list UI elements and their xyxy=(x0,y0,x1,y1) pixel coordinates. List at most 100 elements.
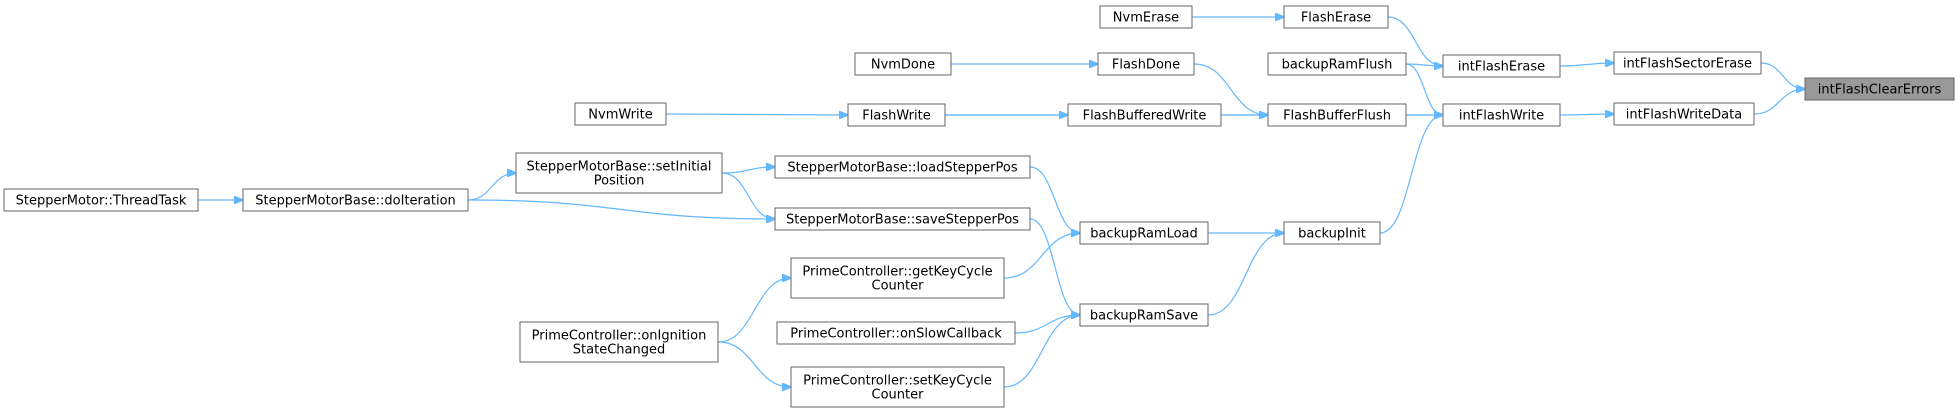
node-steppermotorbase-doiteration[interactable]: StepperMotorBase::doIteration xyxy=(242,188,469,212)
node-label: StepperMotor::ThreadTask xyxy=(16,194,187,209)
nodes-layer: intFlashClearErrors intFlashSectorErase in… xyxy=(3,5,1955,408)
node-box xyxy=(1097,52,1195,76)
edge-setinit-to-loadpos xyxy=(721,167,775,174)
node-label: FlashWrite xyxy=(862,109,930,124)
edge-setkey-to-ramsave xyxy=(1003,315,1080,388)
node-label: StateChanged xyxy=(573,343,665,358)
node-box xyxy=(1613,51,1762,75)
node-box xyxy=(3,188,199,212)
node-backupramsave[interactable]: backupRamSave xyxy=(1079,303,1209,327)
node-nvmdone[interactable]: NvmDone xyxy=(854,52,952,76)
node-label: StepperMotorBase::setInitial xyxy=(526,160,711,175)
node-flashdone[interactable]: FlashDone xyxy=(1097,52,1195,76)
edge-erase-to-sector xyxy=(1559,63,1614,66)
node-label: PrimeController::getKeyCycle xyxy=(802,265,992,280)
node-steppermotorbase-loadstepperpos[interactable]: StepperMotorBase::loadStepperPos xyxy=(774,155,1031,179)
node-flasherase[interactable]: FlashErase xyxy=(1283,5,1389,29)
edge-slowcb-to-ramsave xyxy=(1014,315,1080,334)
edge-flashdone-to-bufflush xyxy=(1193,63,1268,115)
node-label: Position xyxy=(594,174,645,189)
node-flashbufferflush[interactable]: FlashBufferFlush xyxy=(1267,103,1407,127)
node-label: intFlashWrite xyxy=(1459,109,1544,124)
node-label: Counter xyxy=(872,388,925,403)
node-nvmerase[interactable]: NvmErase xyxy=(1099,5,1193,29)
node-label: backupInit xyxy=(1298,227,1366,242)
node-box xyxy=(774,155,1031,179)
node-box xyxy=(574,102,667,126)
node-label: PrimeController::onIgnition xyxy=(532,329,707,344)
node-box xyxy=(1804,77,1955,101)
node-label: backupRamSave xyxy=(1090,309,1198,324)
node-box xyxy=(1283,5,1389,29)
node-intflashwrite[interactable]: intFlashWrite xyxy=(1442,103,1561,127)
node-label: intFlashClearErrors xyxy=(1818,83,1942,98)
node-intflashwritedata[interactable]: intFlashWriteData xyxy=(1613,102,1755,126)
node-label: NvmDone xyxy=(871,58,935,73)
edge-writedata-to-root xyxy=(1753,89,1805,115)
node-label: PrimeController::setKeyCycle xyxy=(803,374,992,389)
edge-setinit-to-savepos xyxy=(721,172,775,219)
edge-getkey-to-ramload xyxy=(1003,233,1080,279)
node-box xyxy=(790,366,1005,408)
edge-ramflush-to-erase xyxy=(1405,64,1443,66)
node-label: backupRamFlush xyxy=(1282,58,1393,73)
node-box xyxy=(1442,54,1561,78)
node-box xyxy=(1267,52,1407,76)
node-label: FlashBufferedWrite xyxy=(1083,109,1207,124)
edge-doiter-to-savepos xyxy=(467,199,775,219)
node-box xyxy=(515,152,723,194)
edge-ramflush-to-write xyxy=(1405,63,1443,115)
node-label: FlashDone xyxy=(1112,58,1180,73)
node-label: FlashErase xyxy=(1301,11,1371,26)
node-intflasherase[interactable]: intFlashErase xyxy=(1442,54,1561,78)
node-nvmwrite[interactable]: NvmWrite xyxy=(574,102,667,126)
node-box xyxy=(1283,221,1381,245)
node-box xyxy=(847,103,946,127)
node-label: NvmWrite xyxy=(588,108,652,123)
edges-layer xyxy=(198,17,1805,387)
edge-nvmwrite-to-flashwrite xyxy=(665,114,848,115)
node-flashbufferedwrite[interactable]: FlashBufferedWrite xyxy=(1067,103,1222,127)
node-box xyxy=(1267,103,1407,127)
node-label: intFlashSectorErase xyxy=(1623,57,1752,72)
node-box xyxy=(790,257,1005,299)
edge-write-to-writedata xyxy=(1559,114,1614,115)
node-box xyxy=(242,188,469,212)
node-backupramflush[interactable]: backupRamFlush xyxy=(1267,52,1407,76)
node-label: StepperMotorBase::doIteration xyxy=(255,194,456,209)
edge-ignition-to-getkey xyxy=(717,278,791,343)
node-label: backupRamLoad xyxy=(1090,227,1198,242)
edge-ignition-to-setkey xyxy=(717,341,791,387)
node-box xyxy=(776,321,1016,345)
node-label: StepperMotorBase::loadStepperPos xyxy=(787,161,1017,176)
node-box xyxy=(1067,103,1222,127)
node-label: intFlashWriteData xyxy=(1626,108,1742,123)
edge-doiter-to-setinit xyxy=(467,173,516,201)
edge-sector-to-root xyxy=(1760,62,1805,89)
node-label: StepperMotorBase::saveStepperPos xyxy=(786,213,1019,228)
node-intflashclearerrors[interactable]: intFlashClearErrors xyxy=(1804,77,1955,101)
node-label: Counter xyxy=(872,279,925,294)
edge-ramsave-to-binit xyxy=(1207,233,1284,316)
edge-binit-to-write xyxy=(1379,115,1443,234)
node-backupramload[interactable]: backupRamLoad xyxy=(1079,221,1209,245)
node-box xyxy=(519,321,719,363)
node-steppermotorbase-savestepperpos[interactable]: StepperMotorBase::saveStepperPos xyxy=(774,207,1031,231)
node-backupinit[interactable]: backupInit xyxy=(1283,221,1381,245)
node-box xyxy=(1079,303,1209,327)
node-box xyxy=(1613,102,1755,126)
node-flashwrite[interactable]: FlashWrite xyxy=(847,103,946,127)
node-box xyxy=(1442,103,1561,127)
node-primecontroller-onslowcallback[interactable]: PrimeController::onSlowCallback xyxy=(776,321,1016,345)
node-label: intFlashErase xyxy=(1458,60,1545,75)
node-box xyxy=(1079,221,1209,245)
node-steppermotor-threadtask[interactable]: StepperMotor::ThreadTask xyxy=(3,188,199,212)
node-box xyxy=(1099,5,1193,29)
node-intflashsectorerase[interactable]: intFlashSectorErase xyxy=(1613,51,1762,75)
node-label: PrimeController::onSlowCallback xyxy=(790,327,1002,342)
